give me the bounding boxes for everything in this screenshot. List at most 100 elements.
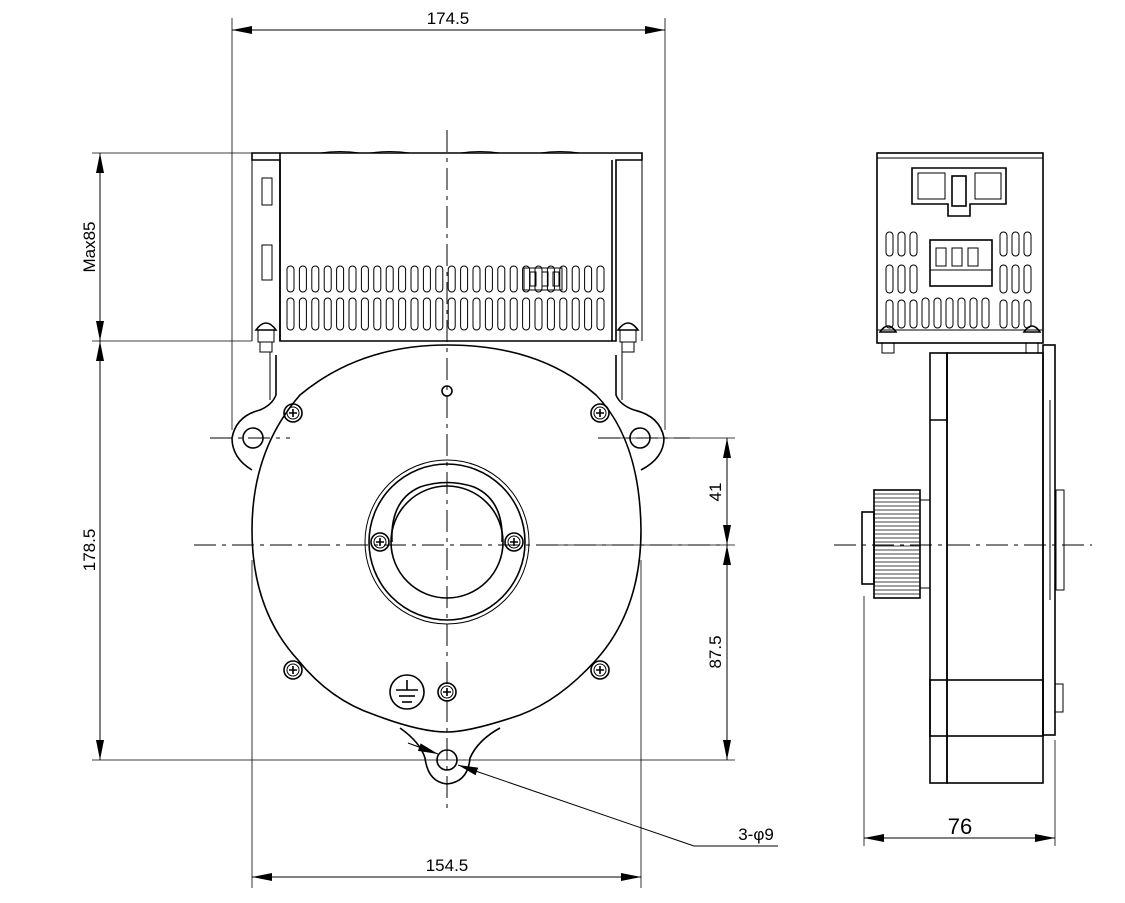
front-view: 174.5 154.5 Max85 178.5 41 87.5 3-φ9 xyxy=(80,9,778,888)
vent-slots xyxy=(286,265,605,331)
vent-slot xyxy=(460,265,469,293)
side-vent-slot xyxy=(909,264,918,294)
vent-slot xyxy=(398,297,407,331)
dim-depth: 76 xyxy=(948,814,972,839)
dim-bottom-width: 154.5 xyxy=(426,856,469,875)
vent-slot xyxy=(336,265,345,293)
side-vent-slot xyxy=(1023,299,1032,329)
vent-slot xyxy=(298,265,307,293)
screw-icon xyxy=(370,532,390,552)
side-view: 76 xyxy=(834,152,1092,846)
ground-symbol xyxy=(389,674,425,710)
dim-top-width: 174.5 xyxy=(427,9,470,28)
vent-slot xyxy=(323,265,332,293)
vent-slot xyxy=(286,265,295,293)
vent-slot xyxy=(435,297,444,331)
side-vent-slots xyxy=(885,231,1032,329)
vent-slot xyxy=(286,297,295,331)
vent-slot xyxy=(410,265,419,293)
vent-slot xyxy=(497,297,506,331)
side-vent-slot xyxy=(1011,231,1020,257)
side-control-box xyxy=(876,152,1044,354)
side-vent-slot xyxy=(1011,299,1020,329)
housing-screws xyxy=(283,403,610,702)
vent-slot xyxy=(546,265,555,293)
vent-slot xyxy=(336,297,345,331)
vent-slot xyxy=(484,297,493,331)
side-vent-slot xyxy=(909,299,918,329)
dim-mount-holes: 3-φ9 xyxy=(738,825,774,844)
vent-slot xyxy=(348,297,357,331)
control-box xyxy=(251,151,643,353)
vent-slot xyxy=(373,265,382,293)
side-vent-slot xyxy=(885,299,894,329)
vent-slot xyxy=(373,297,382,331)
vent-slot xyxy=(385,265,394,293)
vent-slot xyxy=(509,297,518,331)
side-blower-body xyxy=(861,344,1065,784)
vent-slot xyxy=(410,297,419,331)
vent-slot xyxy=(522,297,531,331)
vent-slot xyxy=(447,297,456,331)
screw-icon xyxy=(283,403,303,423)
vent-slot xyxy=(298,297,307,331)
side-vent-slot xyxy=(999,299,1008,329)
vent-slot xyxy=(311,297,320,331)
side-vent-slot xyxy=(897,299,906,329)
side-vent-slot xyxy=(909,231,918,257)
vent-slot xyxy=(596,297,605,331)
side-vent-slot xyxy=(921,297,930,329)
side-vent-slot xyxy=(885,264,894,294)
dim-outlet-offset-bottom: 87.5 xyxy=(706,635,725,668)
vent-slot xyxy=(546,297,555,331)
vent-slot xyxy=(559,297,568,331)
vent-slot xyxy=(360,265,369,293)
vent-slot xyxy=(584,297,593,331)
vent-slot xyxy=(348,265,357,293)
side-vent-slot xyxy=(1011,264,1020,294)
dim-height-blower: 178.5 xyxy=(80,529,99,572)
side-vent-slot xyxy=(969,297,978,329)
vent-slot xyxy=(447,265,456,293)
screw-icon xyxy=(590,403,610,423)
screw-left xyxy=(254,322,278,353)
screw-icon xyxy=(283,660,303,680)
vent-slot xyxy=(323,297,332,331)
vent-slot xyxy=(435,265,444,293)
side-vent-slot xyxy=(999,264,1008,294)
vent-slot xyxy=(509,265,518,293)
vent-slot xyxy=(596,265,605,293)
side-vent-slot xyxy=(957,297,966,329)
vent-slot xyxy=(534,297,543,331)
side-vent-slot xyxy=(945,297,954,329)
blower-housing xyxy=(231,344,665,785)
vent-slot xyxy=(311,265,320,293)
vent-slot xyxy=(584,265,593,293)
vent-slot xyxy=(422,265,431,293)
vent-slot xyxy=(571,265,580,293)
vent-slot xyxy=(559,265,568,293)
screw-icon xyxy=(504,532,524,552)
side-vent-slot xyxy=(999,231,1008,257)
outlet-knurl xyxy=(874,493,920,595)
vent-slot xyxy=(385,297,394,331)
dim-outlet-offset-top: 41 xyxy=(706,483,725,502)
side-vent-slot xyxy=(897,264,906,294)
side-vent-slot xyxy=(1023,231,1032,257)
side-vent-slot xyxy=(885,231,894,257)
side-vent-slot xyxy=(897,231,906,257)
dim-height-control-box: Max85 xyxy=(80,221,99,272)
vent-slot xyxy=(422,297,431,331)
screw-right xyxy=(616,322,640,353)
vent-slot xyxy=(484,265,493,293)
vent-slot xyxy=(472,265,481,293)
vent-slot xyxy=(497,265,506,293)
vent-slot xyxy=(460,297,469,331)
side-vent-slot xyxy=(933,297,942,329)
vent-slot xyxy=(398,265,407,293)
vent-slot xyxy=(571,297,580,331)
vent-slot xyxy=(360,297,369,331)
screw-icon xyxy=(590,660,610,680)
vent-slot xyxy=(472,297,481,331)
